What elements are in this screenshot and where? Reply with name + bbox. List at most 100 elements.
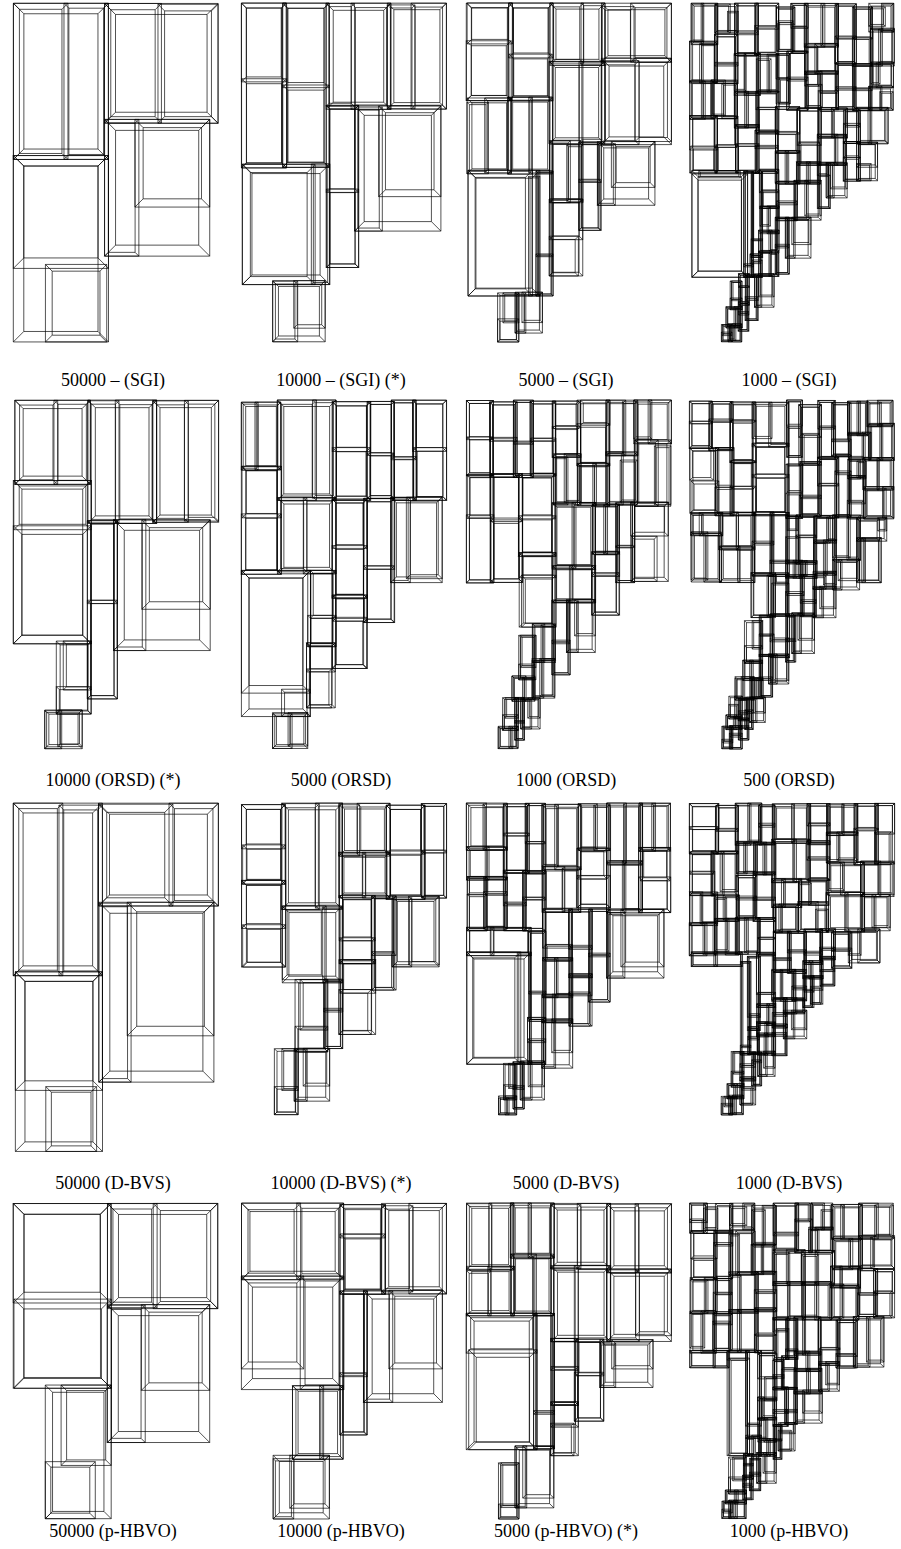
box-edge	[759, 57, 777, 90]
box-edge	[13, 156, 108, 342]
box-edge	[310, 570, 313, 573]
box-edge	[778, 135, 796, 151]
box-edge	[776, 132, 798, 153]
box-edge	[243, 404, 256, 468]
box-edge	[739, 146, 757, 170]
box-edge	[601, 58, 671, 144]
bounding-box-panel	[241, 400, 446, 748]
box-edge	[326, 105, 358, 192]
box-edge	[387, 3, 446, 109]
box-edge	[294, 325, 297, 328]
box-edge	[116, 130, 199, 245]
box-edge	[277, 400, 316, 500]
box-edge	[333, 10, 383, 102]
box-edge	[211, 117, 218, 124]
box-edge	[24, 166, 98, 331]
box-edge	[56, 641, 60, 645]
box-edge	[199, 245, 210, 256]
box-edge	[575, 236, 578, 239]
box-edge	[252, 174, 320, 275]
box-edge	[283, 85, 329, 167]
box-edge	[54, 400, 90, 484]
box-edge	[855, 90, 869, 109]
box-edge	[13, 258, 23, 268]
box-edge	[821, 137, 844, 162]
box-edge	[715, 116, 737, 147]
box-edge	[142, 647, 146, 651]
box-edge	[95, 408, 149, 516]
box-edge	[794, 28, 805, 52]
box-edge	[608, 10, 665, 56]
box-edge	[509, 3, 554, 101]
box-edge	[855, 9, 870, 37]
box-edge	[153, 400, 219, 522]
box-edge	[303, 498, 336, 574]
box-edge	[692, 84, 711, 117]
box-edge	[805, 44, 838, 75]
box-edge	[394, 10, 440, 103]
box-edge	[295, 339, 298, 342]
box-edge	[241, 466, 281, 574]
box-edge	[776, 54, 790, 79]
box-edge	[758, 93, 777, 107]
box-edge	[691, 3, 717, 44]
box-edge	[609, 66, 664, 137]
box-edge	[385, 113, 434, 190]
box-edge	[255, 402, 281, 469]
box-edge	[24, 14, 98, 149]
box-edge	[718, 7, 736, 31]
box-edge	[241, 3, 286, 82]
box-edge	[778, 184, 795, 202]
box-edge	[13, 3, 68, 159]
box-edge	[524, 294, 540, 320]
box-edge	[780, 22, 792, 49]
box-edge	[650, 183, 655, 188]
box-edge	[800, 111, 819, 163]
box-edge	[241, 570, 310, 716]
bounding-box-panel	[13, 400, 218, 749]
box-edge	[692, 171, 748, 278]
box-edge	[337, 406, 367, 496]
bounding-box-panel	[466, 3, 671, 342]
box-edge	[698, 180, 741, 271]
box-edge	[804, 3, 838, 47]
box-edge	[635, 8, 667, 58]
box-edge	[88, 401, 119, 523]
box-edge	[64, 3, 108, 159]
box-edge	[514, 59, 548, 96]
box-edge	[66, 644, 88, 687]
box-edge	[852, 37, 871, 66]
box-edge	[838, 65, 854, 106]
box-edge	[246, 8, 281, 77]
box-edge	[330, 193, 355, 264]
box-edge	[319, 336, 325, 342]
box-edge	[22, 534, 83, 635]
box-edge	[277, 498, 306, 572]
box-edge	[241, 3, 246, 8]
box-edge	[153, 401, 189, 522]
box-edge	[510, 100, 529, 171]
box-edge	[778, 154, 797, 182]
box-edge	[818, 217, 821, 220]
box-edge	[539, 330, 542, 333]
box-edge	[91, 404, 115, 519]
box-edge	[247, 84, 282, 163]
box-edge	[605, 10, 630, 58]
box-edge	[472, 8, 508, 40]
box-edge	[19, 486, 86, 524]
box-edge	[690, 81, 714, 119]
box-edge	[693, 119, 715, 147]
box-edge	[807, 6, 823, 45]
box-edge	[120, 405, 152, 519]
box-edge	[207, 3, 218, 14]
box-edge	[273, 281, 326, 342]
box-edge	[149, 528, 202, 602]
box-edge	[87, 521, 117, 699]
bounding-box-panel	[690, 3, 895, 342]
box-edge	[778, 109, 797, 131]
box-edge	[250, 173, 307, 277]
box-edge	[513, 8, 548, 53]
box-edge	[757, 28, 775, 52]
box-edge	[692, 271, 698, 277]
box-edge	[13, 526, 91, 644]
